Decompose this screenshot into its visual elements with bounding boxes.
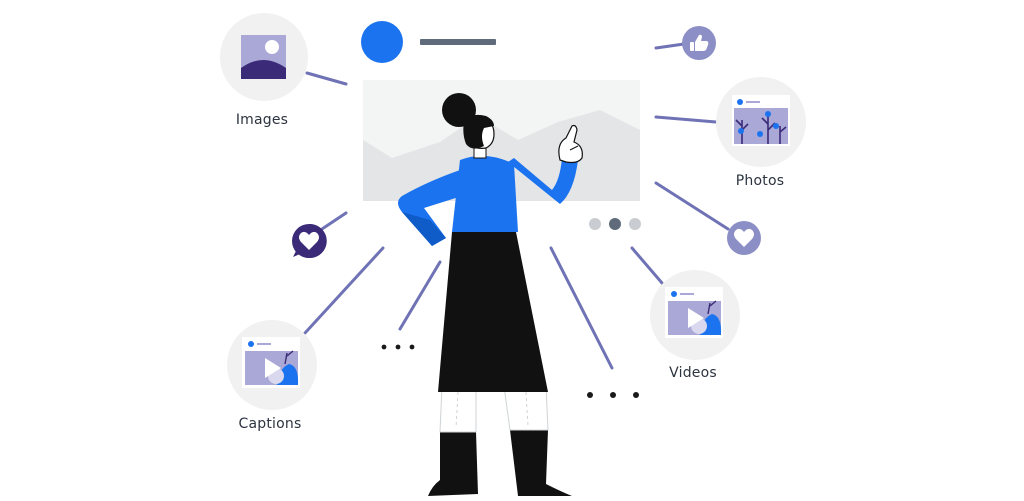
left-boot — [428, 432, 478, 496]
hand-line — [569, 145, 579, 151]
leg-seam — [455, 391, 459, 429]
connector-heart-right — [654, 181, 730, 231]
captions-card-avatar — [248, 341, 254, 347]
connector-lines — [303, 42, 730, 370]
right-arm — [508, 158, 578, 204]
flower-petals — [738, 111, 779, 137]
left-arm-shadow — [402, 212, 446, 246]
connector-heart-left — [320, 211, 348, 231]
carousel-dot[interactable] — [589, 218, 601, 230]
connector-captions — [303, 246, 385, 335]
label-videos: Videos — [669, 365, 717, 381]
connector-dots-left — [398, 260, 442, 331]
captions-node — [227, 320, 317, 410]
carousel-dots — [589, 218, 641, 230]
label-captions: Captions — [238, 416, 302, 432]
skirt — [438, 232, 548, 392]
label-images: Images — [235, 112, 289, 128]
captions-card-name — [257, 343, 271, 345]
photos-card-avatar — [737, 99, 743, 105]
heart-bubble-right — [727, 221, 761, 255]
connector-dots-right — [549, 246, 614, 370]
connector-like — [654, 42, 686, 50]
connector-videos — [630, 246, 664, 285]
videos-card-avatar — [671, 291, 677, 297]
videos-thumb-stem — [707, 300, 717, 315]
right-boot — [510, 430, 572, 496]
play-icon — [265, 358, 281, 378]
play-icon — [688, 308, 704, 328]
torso — [452, 155, 518, 232]
photos-card-name — [746, 101, 760, 103]
heart-icon — [299, 231, 319, 250]
label-photos: Photos — [735, 173, 785, 189]
carousel-dot-active[interactable] — [609, 218, 621, 230]
raised-hand — [558, 124, 583, 164]
image-icon-sun — [265, 40, 279, 54]
image-icon-hill — [241, 60, 286, 79]
carousel-dot[interactable] — [629, 218, 641, 230]
woman-figure — [398, 93, 583, 496]
heart-bubble-left — [292, 223, 327, 258]
hair — [463, 114, 494, 149]
thumbs-up-icon — [690, 34, 709, 51]
ellipsis-left — [381, 344, 415, 350]
like-bubble — [682, 26, 716, 60]
post-name-bar — [420, 39, 496, 45]
images-node — [220, 13, 308, 101]
videos-card-name — [680, 293, 694, 295]
heart-icon — [734, 228, 754, 247]
connector-photos — [654, 115, 718, 124]
photos-node — [716, 77, 806, 167]
connector-images — [305, 71, 348, 86]
videos-node — [650, 270, 740, 360]
ellipsis-right — [587, 392, 639, 398]
post-avatar — [361, 21, 403, 63]
captions-thumb-stem — [284, 350, 294, 365]
